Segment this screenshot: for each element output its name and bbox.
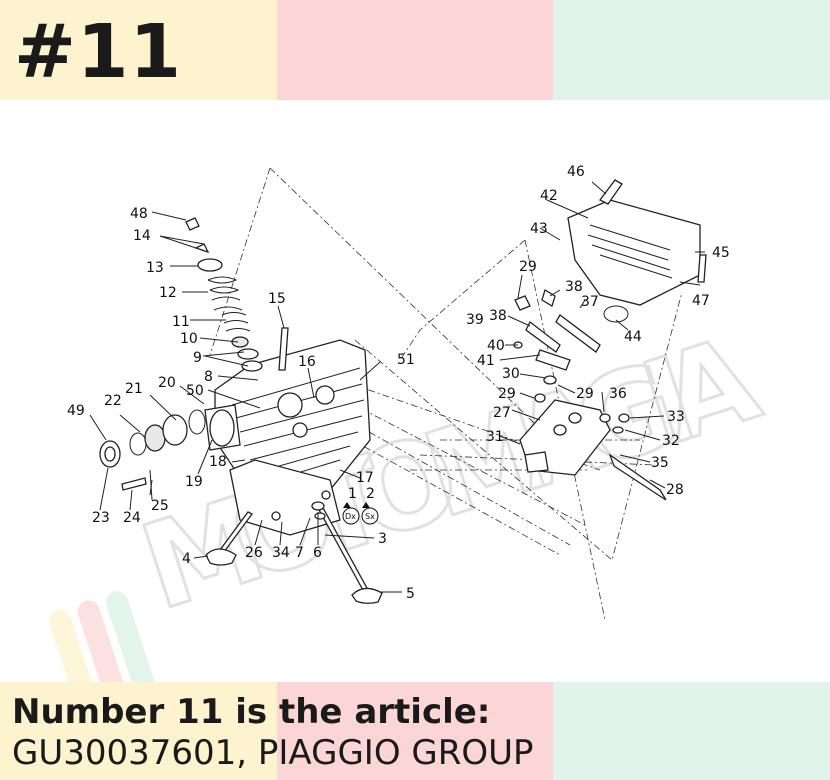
valve-stack [185, 217, 289, 372]
marker-sx: Sx [365, 512, 375, 521]
label-21: 21 [125, 381, 143, 397]
cylinder-head [204, 339, 371, 536]
label-13: 13 [146, 260, 164, 276]
label-30: 30 [502, 366, 520, 382]
label-20: 20 [158, 375, 176, 391]
label-42: 42 [540, 188, 558, 204]
label-23: 23 [92, 510, 110, 526]
valves [205, 501, 383, 604]
label-12: 12 [159, 285, 177, 301]
page-title: #11 [14, 9, 182, 95]
part-number-labels: 48 14 13 12 11 10 9 8 15 16 51 50 21 20 … [67, 164, 730, 602]
intake-parts [99, 409, 206, 501]
label-37: 37 [581, 294, 599, 310]
band-yellow [0, 0, 277, 100]
label-36: 36 [609, 386, 627, 402]
label-14: 14 [133, 228, 151, 244]
label-18: 18 [209, 454, 227, 470]
label-24: 24 [123, 510, 141, 526]
label-51: 51 [397, 352, 415, 368]
side-markers: Dx Sx [342, 502, 379, 525]
header-band [0, 0, 830, 100]
label-26: 26 [245, 545, 263, 561]
label-48: 48 [130, 206, 148, 222]
label-27: 27 [493, 405, 511, 421]
watermark-text: MOTOMAGIA [126, 308, 777, 637]
exploded-parts-diagram: MOTOMAGIA [49, 164, 779, 682]
caption-band-pink [277, 682, 553, 780]
caption-band-mint [553, 682, 830, 780]
label-10: 10 [180, 331, 198, 347]
label-1: 1 [348, 486, 357, 502]
label-44: 44 [624, 329, 642, 345]
label-34: 34 [272, 545, 290, 561]
label-29c: 29 [576, 386, 594, 402]
label-38a: 38 [565, 279, 583, 295]
label-25: 25 [151, 498, 169, 514]
label-31: 31 [486, 429, 504, 445]
label-40: 40 [487, 338, 505, 354]
label-3: 3 [378, 531, 387, 547]
caption-line-1: Number 11 is the article: [12, 692, 491, 732]
label-29b: 29 [498, 386, 516, 402]
label-41: 41 [477, 353, 495, 369]
label-45: 45 [712, 245, 730, 261]
label-46: 46 [567, 164, 585, 180]
label-35: 35 [651, 455, 669, 471]
label-7: 7 [295, 545, 304, 561]
label-15: 15 [268, 291, 286, 307]
rocker-box [519, 399, 667, 501]
label-8: 8 [204, 369, 213, 385]
rocker-arms [513, 289, 630, 434]
label-19: 19 [185, 474, 203, 490]
label-17: 17 [356, 470, 374, 486]
label-9: 9 [193, 350, 202, 366]
label-2: 2 [366, 486, 375, 502]
label-11: 11 [172, 314, 190, 330]
label-6: 6 [313, 545, 322, 561]
leader-lines [89, 181, 705, 593]
label-16: 16 [298, 354, 316, 370]
label-50: 50 [186, 383, 204, 399]
caption-band [0, 682, 830, 780]
label-22: 22 [104, 393, 122, 409]
label-38b: 38 [489, 308, 507, 324]
label-32: 32 [662, 433, 680, 449]
band-pink [277, 0, 553, 100]
label-33: 33 [667, 409, 685, 425]
band-mint [553, 0, 830, 100]
caption-line-2: GU30037601, PIAGGIO GROUP [12, 733, 534, 773]
label-4: 4 [182, 551, 191, 567]
marker-dx: Dx [345, 512, 356, 521]
label-5: 5 [406, 586, 415, 602]
caption-band-yellow [0, 682, 277, 780]
label-28: 28 [666, 482, 684, 498]
label-49: 49 [67, 403, 85, 419]
valve-cover [567, 179, 707, 323]
label-29a: 29 [519, 259, 537, 275]
label-43: 43 [530, 221, 548, 237]
label-39: 39 [466, 312, 484, 328]
label-47: 47 [692, 293, 710, 309]
